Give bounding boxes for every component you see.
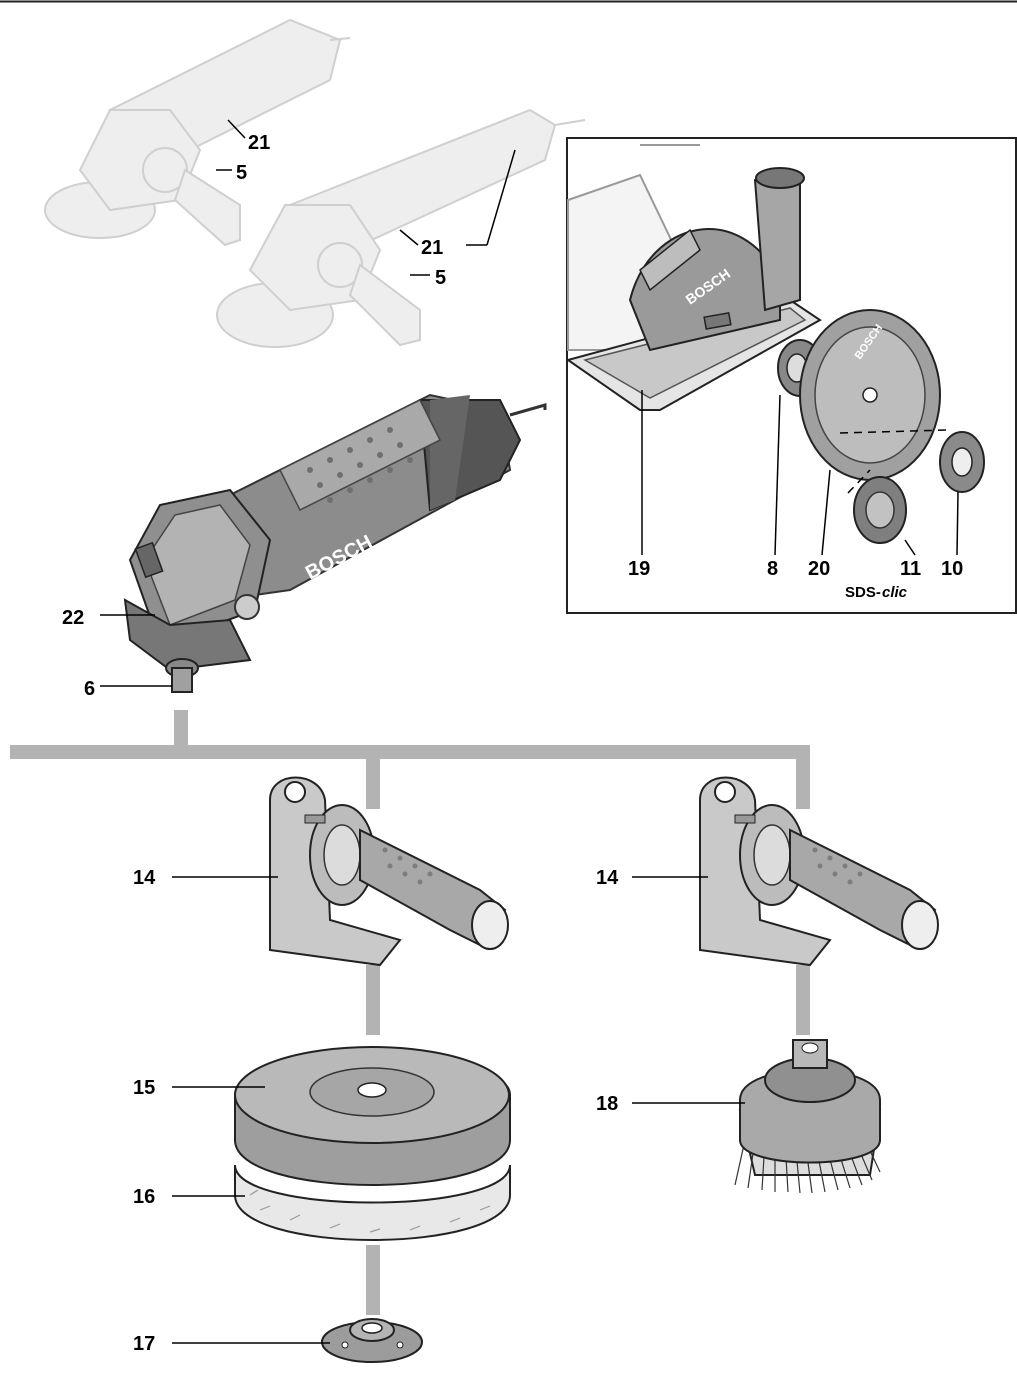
callout-15: 15 [133,1077,155,1099]
sds-suffix: clic [882,584,908,601]
callout-5a: 5 [236,162,247,184]
clamping-nut-17 [321,1318,423,1363]
callout-6: 6 [84,678,95,700]
inset-cutting-guard: BOSCH [565,144,822,411]
inset-frame [566,137,1017,614]
callout-14a: 14 [133,867,156,889]
callout-19: 19 [628,558,650,580]
callout-21a: 21 [248,132,270,154]
callout-18: 18 [596,1093,618,1115]
callout-14b: 14 [596,867,619,889]
leader-lines-bottom [172,876,745,1344]
cup-brush-18 [734,1039,882,1194]
leader-lines-top [100,119,516,687]
polishing-pad-assembly [234,1046,511,1241]
callout-21b: 21 [421,237,443,259]
callout-17: 17 [133,1333,155,1355]
inset-clamping-nut-10 [939,431,985,493]
callout-11: 11 [900,558,921,580]
main-grinder: BOSCH [123,393,547,693]
faded-grinder-large [216,108,586,348]
callout-10: 10 [941,558,963,580]
sds-prefix: SDS- [845,584,881,601]
side-handle-left [269,776,509,967]
inset-diamond-blade-20: BOSCH [799,309,941,481]
callout-16: 16 [133,1186,155,1208]
sds-clic-label: SDS- clic [845,584,908,601]
callout-8: 8 [767,558,778,580]
inset-leaders [641,390,959,556]
side-handle-right [699,776,939,967]
callout-20: 20 [808,558,830,580]
callout-numbers: 21 5 21 5 22 6 19 8 20 11 10 14 14 15 16… [62,132,963,1355]
faded-grinder-small [44,18,351,247]
connector-bars [10,710,810,1315]
callout-22: 22 [62,607,84,629]
inset-quick-clamping-nut-11 [853,476,907,544]
callout-5b: 5 [435,267,446,289]
